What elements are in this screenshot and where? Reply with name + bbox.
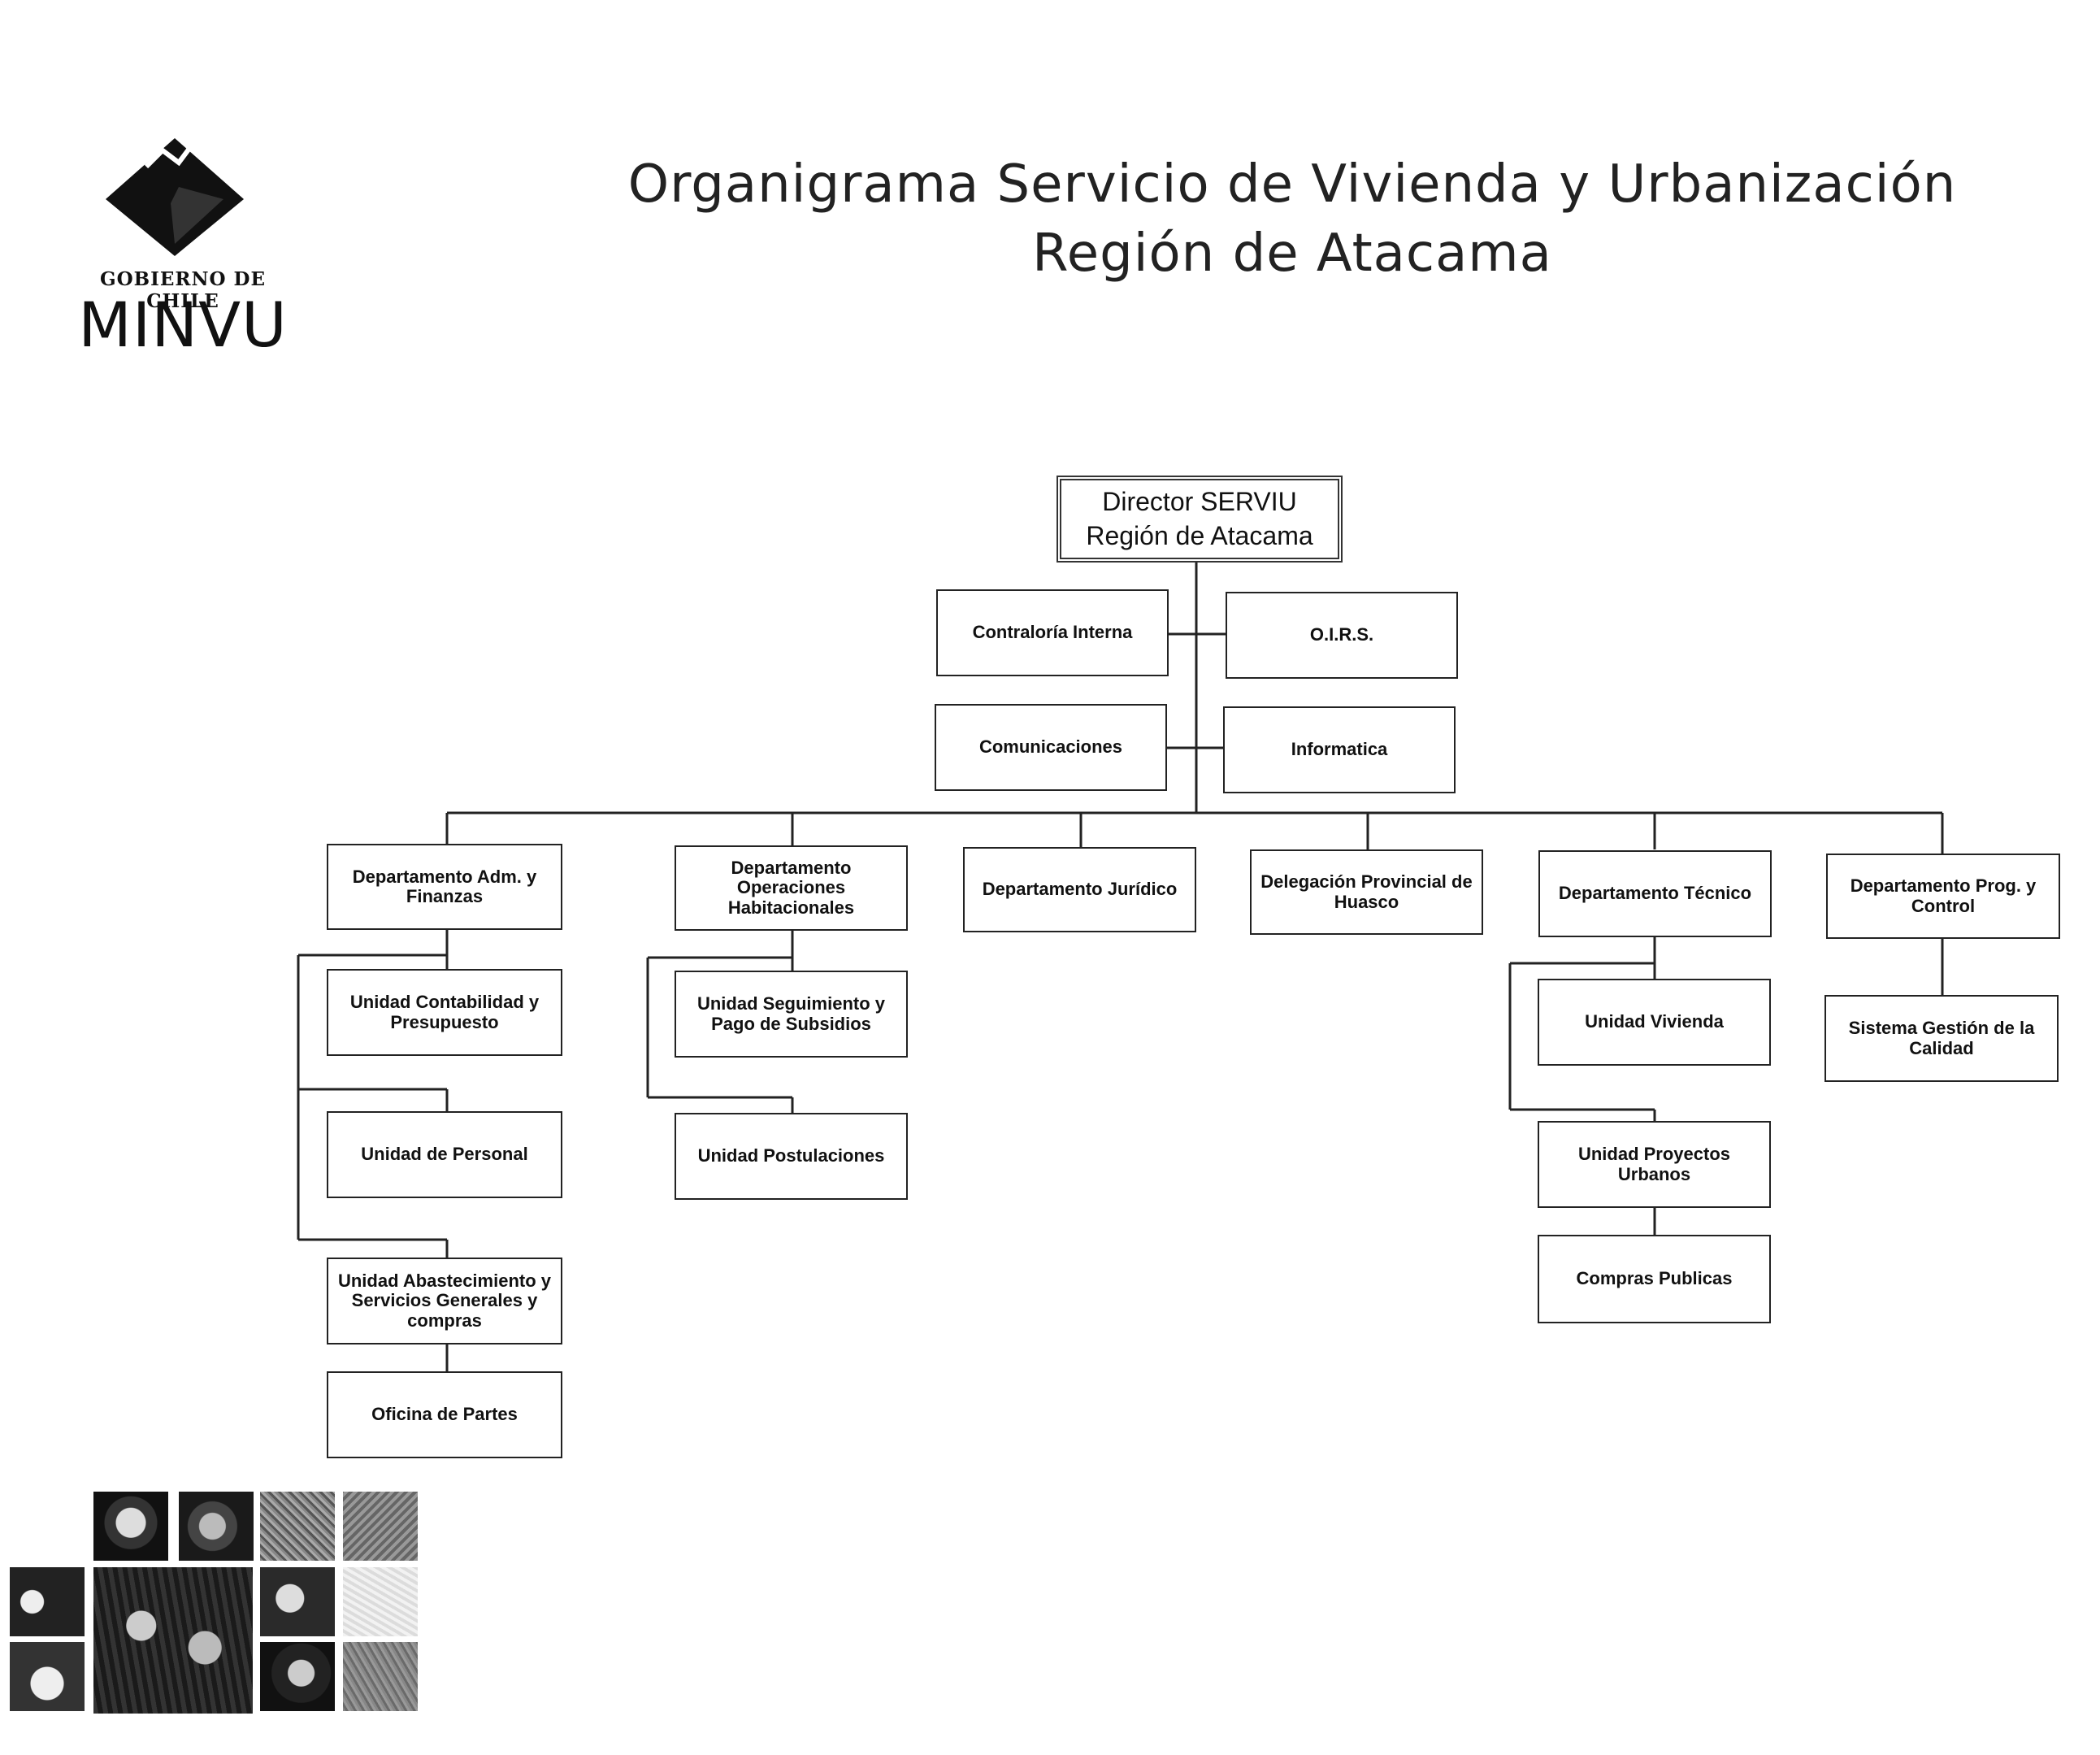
box-dept-tecnico: Departamento Técnico xyxy=(1538,850,1772,937)
photo-tile xyxy=(10,1567,85,1636)
box-unidad-vivienda: Unidad Vivienda xyxy=(1538,979,1771,1066)
box-dept-prog-control: Departamento Prog. y Control xyxy=(1826,854,2060,939)
photo-tile xyxy=(93,1492,168,1561)
logo-subtitle: GOBIERNO DE CHILE xyxy=(99,268,267,312)
box-oficina-partes: Oficina de Partes xyxy=(327,1371,562,1458)
director-region: Región de Atacama xyxy=(1086,520,1313,550)
photo-tile xyxy=(10,1642,85,1711)
photo-tile xyxy=(260,1642,335,1711)
box-unidad-contabilidad: Unidad Contabilidad y Presupuesto xyxy=(327,969,562,1056)
director-title: Director SERVIU xyxy=(1102,486,1297,516)
photo-tile xyxy=(179,1492,254,1561)
minvu-emblem-icon xyxy=(106,138,244,256)
page-title: Organigrama Servicio de Vivienda y Urban… xyxy=(627,154,1957,215)
box-unidad-proyectos-urbanos: Unidad Proyectos Urbanos xyxy=(1538,1121,1771,1208)
photo-tile xyxy=(93,1567,253,1714)
photo-tile xyxy=(260,1567,335,1636)
box-unidad-postulaciones: Unidad Postulaciones xyxy=(675,1113,908,1200)
box-sistema-gestion-calidad: Sistema Gestión de la Calidad xyxy=(1824,995,2059,1082)
box-unidad-personal: Unidad de Personal xyxy=(327,1111,562,1198)
photo-tile xyxy=(260,1492,335,1561)
box-compras-publicas: Compras Publicas xyxy=(1538,1235,1771,1323)
box-unidad-abastecimiento: Unidad Abastecimiento y Servicios Genera… xyxy=(327,1258,562,1344)
box-unidad-seguimiento: Unidad Seguimiento y Pago de Subsidios xyxy=(675,971,908,1058)
box-contraloria: Contraloría Interna xyxy=(936,589,1169,676)
photo-tile xyxy=(343,1642,418,1711)
box-comunicaciones: Comunicaciones xyxy=(935,704,1167,791)
box-dept-juridico: Departamento Jurídico xyxy=(963,847,1196,932)
box-informatica: Informatica xyxy=(1223,706,1456,793)
box-dept-adm-finanzas: Departamento Adm. y Finanzas xyxy=(327,844,562,930)
photo-tile xyxy=(343,1567,418,1636)
director-box: Director SERVIU Región de Atacama xyxy=(1057,476,1343,563)
page-subtitle: Región de Atacama xyxy=(1032,224,1552,284)
logo-name: MINVU xyxy=(78,289,288,361)
box-dept-operaciones: Departamento Operaciones Habitacionales xyxy=(675,845,908,931)
box-delegacion-huasco: Delegación Provincial de Huasco xyxy=(1250,849,1483,935)
minvu-logo: GOBIERNO DE CHILE MINVU xyxy=(65,130,309,361)
photo-tile xyxy=(343,1492,418,1561)
box-oirs: O.I.R.S. xyxy=(1226,592,1458,679)
